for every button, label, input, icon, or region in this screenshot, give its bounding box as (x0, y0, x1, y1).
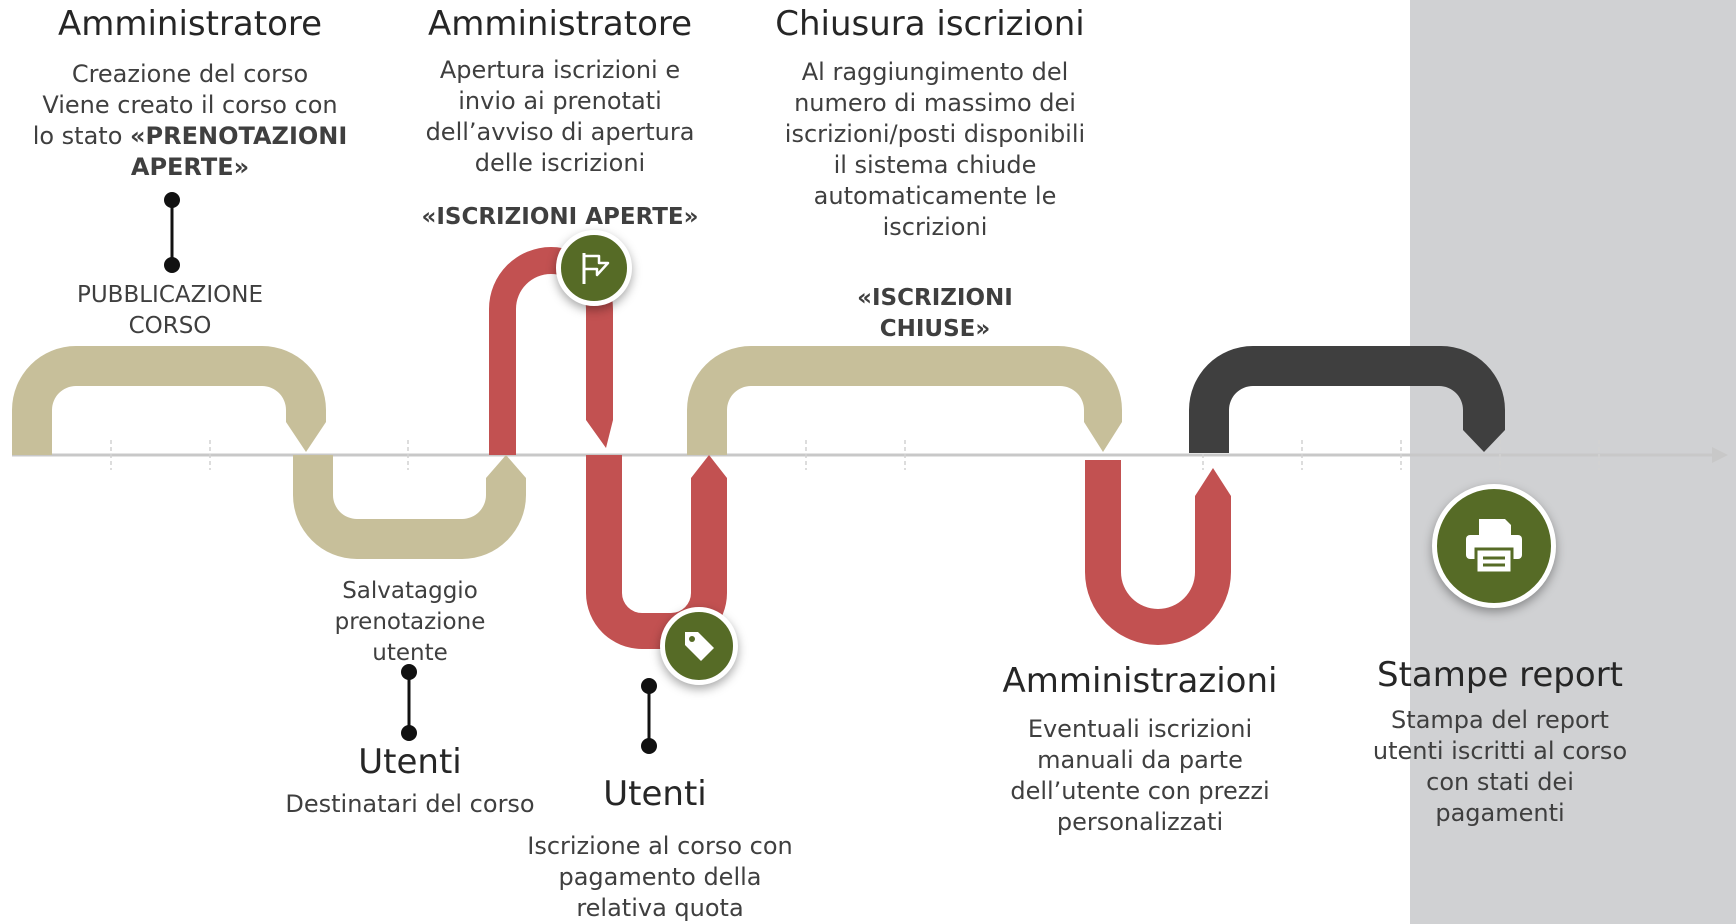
band-admin-creation (12, 346, 326, 455)
admin-creation-desc-line: Creazione del corso (71, 60, 309, 88)
manual-enrolment-desc-line: manuali da parte (1037, 746, 1243, 774)
admin-creation-status: PUBBLICAZIONE CORSO (40, 280, 300, 342)
band-closing (687, 346, 1122, 455)
admin-creation-title: Amministratore (57, 4, 323, 44)
reports-desc-line: con stati dei (1426, 768, 1574, 796)
admin-opening-desc-line: Apertura iscrizioni e (439, 56, 681, 84)
timeline-arrowhead (1712, 447, 1728, 463)
band-reports (1189, 346, 1505, 453)
closing-description: Al raggiungimento del numero di massimo … (770, 57, 1100, 243)
admin-creation-description: Creazione del corso Viene creato il cors… (20, 59, 360, 183)
reports-title: Stampe report (1376, 655, 1624, 695)
user-booking-status-line: utente (372, 640, 448, 666)
admin-opening-title: Amministratore (427, 4, 693, 44)
closing-desc-line: Al raggiungimento del (801, 58, 1069, 86)
user-booking-description: Destinatari del corso (285, 790, 535, 818)
manual-enrolment-title: Amministrazioni (1002, 661, 1278, 701)
printer-icon (1432, 484, 1556, 608)
user-enrolment-title: Utenti (603, 774, 707, 814)
band-user-enrolment (586, 455, 727, 649)
reports-desc-line: Stampa del report (1391, 706, 1609, 734)
closing-desc-line: iscrizioni/posti disponibili (784, 120, 1086, 148)
user-booking-title: Utenti (358, 742, 462, 782)
manual-enrolment-desc-line: Eventuali iscrizioni (1027, 715, 1253, 743)
user-enrolment-desc-line: relativa quota (576, 894, 744, 922)
closing-desc-line: numero di massimo dei (794, 89, 1076, 117)
manual-enrolment-desc-line: personalizzati (1056, 808, 1224, 836)
user-booking-status-line: prenotazione (334, 609, 486, 635)
timeline-ticks (110, 440, 1600, 470)
closing-status-line: «ISCRIZIONI (857, 285, 1013, 311)
band-manual-enrolment (1085, 460, 1231, 645)
connector-enrolment (641, 678, 657, 754)
admin-creation-status-line: PUBBLICAZIONE (76, 282, 264, 308)
admin-opening-desc-line: dell’avviso di apertura (425, 118, 695, 146)
user-booking-status: Salvataggio prenotazione utente (300, 576, 520, 669)
admin-opening-desc-line: delle iscrizioni (474, 149, 646, 177)
closing-desc-line: iscrizioni (882, 213, 988, 241)
user-enrolment-description: Iscrizione al corso con pagamento della … (500, 831, 820, 924)
closing-status-line: CHIUSE» (879, 316, 991, 342)
flag-icon (556, 230, 632, 306)
user-enrolment-desc-line: Iscrizione al corso con (527, 832, 793, 860)
band-user-booking (293, 455, 526, 559)
closing-desc-line: il sistema chiude (833, 151, 1037, 179)
reports-desc-line: pagamenti (1435, 799, 1565, 827)
admin-creation-desc-line: Viene creato il corso con (42, 91, 338, 119)
closing-status: «ISCRIZIONI CHIUSE» (820, 283, 1050, 345)
manual-enrolment-desc-line: dell’utente con prezzi (1010, 777, 1270, 805)
reports-description: Stampa del report utenti iscritti al cor… (1360, 705, 1640, 829)
reports-desc-line: utenti iscritti al corso (1372, 737, 1628, 765)
closing-title: Chiusura iscrizioni (775, 4, 1085, 44)
user-enrolment-desc-line: pagamento della (558, 863, 762, 891)
admin-creation-status-line: CORSO (128, 313, 212, 339)
admin-opening-description: Apertura iscrizioni e invio ai prenotati… (400, 55, 720, 179)
tag-icon (660, 607, 738, 685)
user-booking-status-line: Salvataggio (342, 578, 478, 604)
admin-opening-status: «ISCRIZIONI APERTE» (421, 204, 699, 230)
closing-desc-line: automaticamente le (813, 182, 1057, 210)
connector-users (401, 664, 417, 741)
admin-creation-status-bold: «PRENOTAZIONI APERTE» (130, 122, 348, 181)
admin-opening-desc-line: invio ai prenotati (458, 87, 662, 115)
connector-admin (164, 192, 180, 273)
admin-creation-desc-line: lo stato (32, 122, 131, 150)
manual-enrolment-description: Eventuali iscrizioni manuali da parte de… (990, 714, 1290, 838)
report-panel-background (1410, 0, 1736, 924)
